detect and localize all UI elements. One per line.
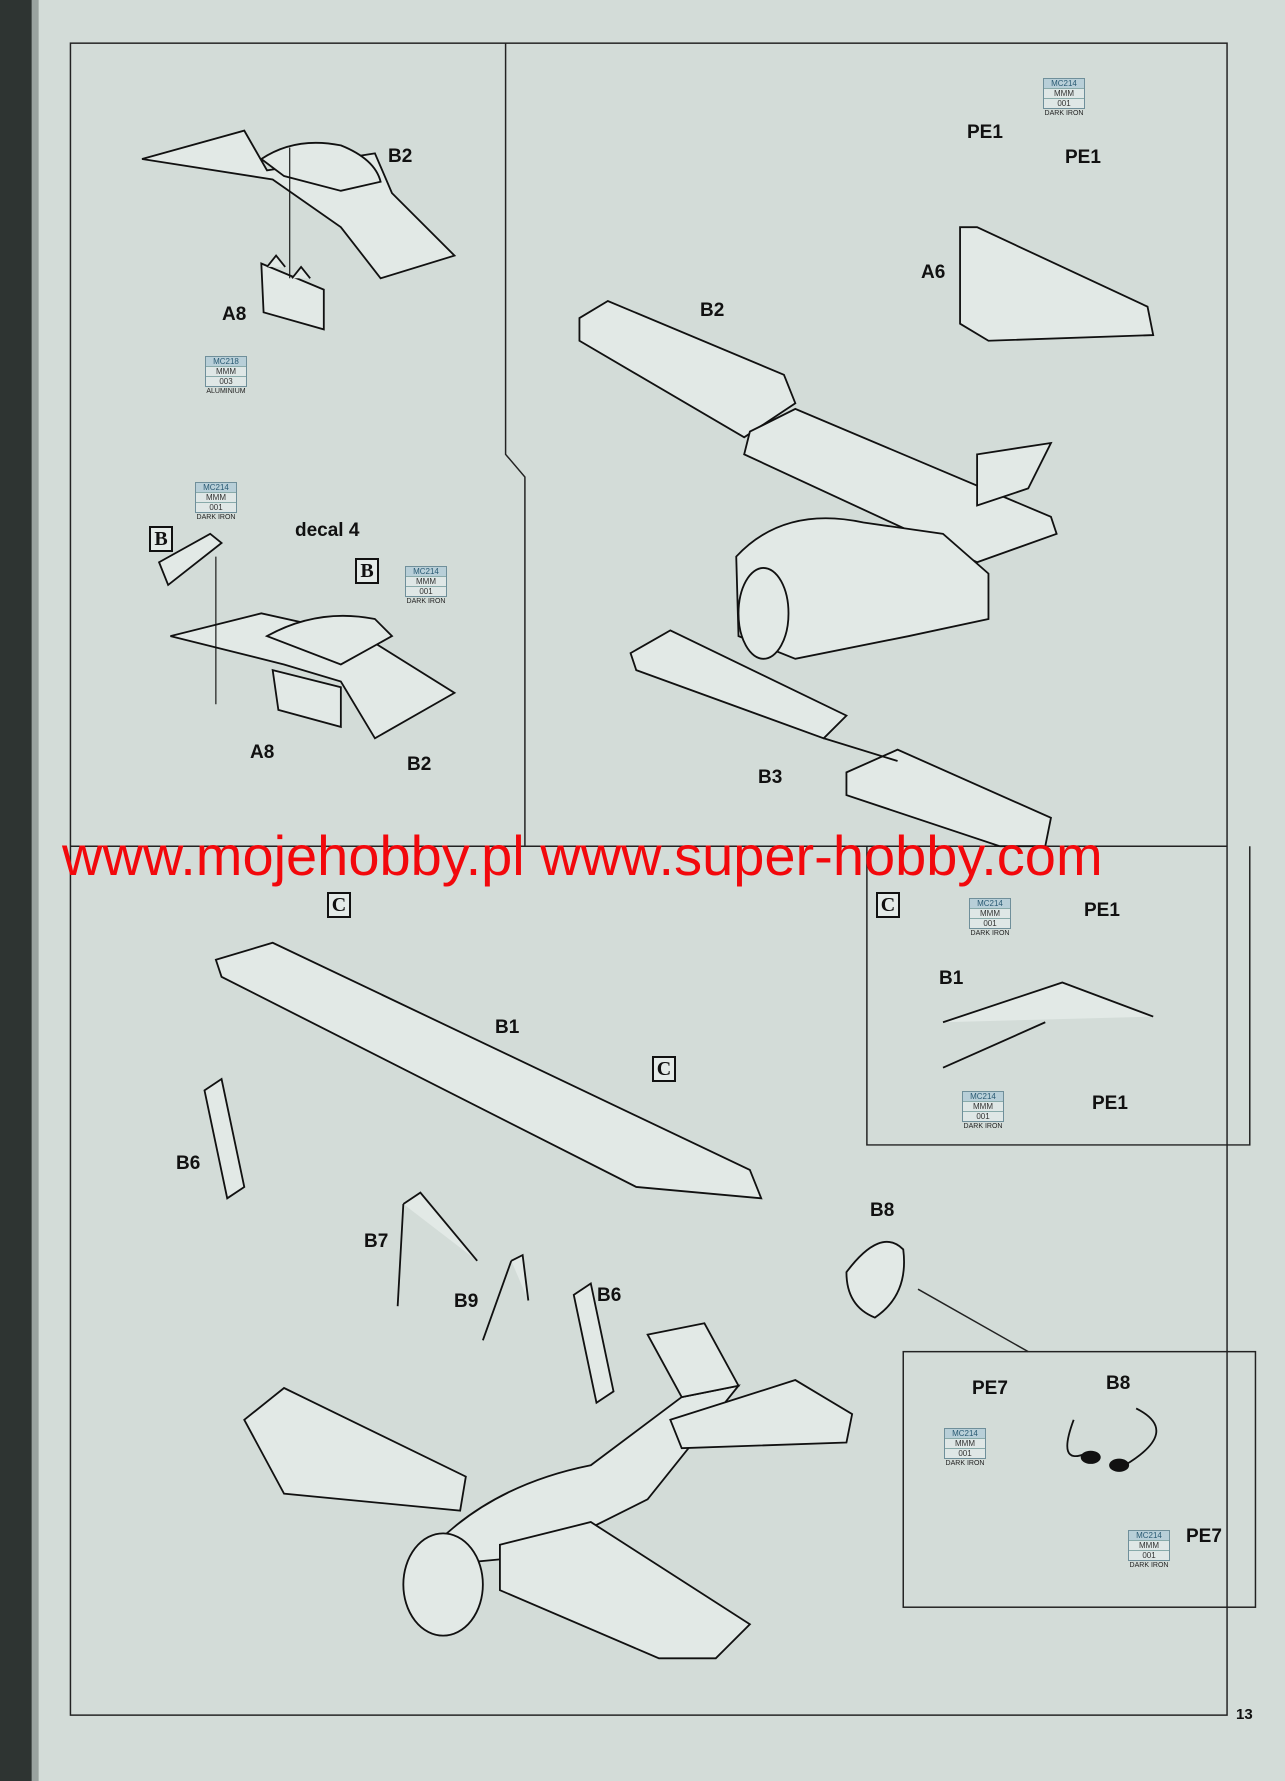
paint-code: MC214 xyxy=(945,1429,985,1439)
paint-name: DARK IRON xyxy=(963,1123,1003,1130)
part-label-pe7: PE7 xyxy=(972,1378,1008,1399)
paint-brand: MMM xyxy=(206,367,246,377)
paint-code: MC214 xyxy=(1044,79,1084,89)
paint-name: DARK IRON xyxy=(1044,110,1084,117)
paint-number: 003 xyxy=(219,377,233,386)
part-label-b6: B6 xyxy=(597,1285,622,1306)
paint-number: 001 xyxy=(983,919,997,928)
paint-name: DARK IRON xyxy=(970,930,1010,937)
paint-name: DARK IRON xyxy=(1129,1562,1169,1569)
page-number: 13 xyxy=(1236,1706,1253,1723)
part-label-a8: A8 xyxy=(222,304,247,325)
part-label-b8: B8 xyxy=(870,1200,895,1221)
paint-number: 001 xyxy=(1142,1551,1156,1560)
binding-shadow xyxy=(31,0,39,1781)
paint-code: MC214 xyxy=(970,899,1010,909)
paint-number: 001 xyxy=(976,1112,990,1121)
paint-number: 001 xyxy=(1057,99,1071,108)
part-label-pe1: PE1 xyxy=(967,122,1003,143)
line-art xyxy=(141,129,1158,1660)
step-marker-c: C xyxy=(327,892,351,918)
part-label-b1: B1 xyxy=(495,1017,520,1038)
paint-code: MC218 xyxy=(206,357,246,367)
part-label-b2: B2 xyxy=(407,754,432,775)
paint-brand: MMM xyxy=(945,1439,985,1449)
part-label-b6: B6 xyxy=(176,1153,201,1174)
paint-brand: MMM xyxy=(196,493,236,503)
part-label-a6: A6 xyxy=(921,262,946,283)
paint-brand: MMM xyxy=(1129,1541,1169,1551)
paint-code: MC214 xyxy=(1129,1531,1169,1541)
step-marker-b: B xyxy=(149,526,173,552)
part-label-pe1: PE1 xyxy=(1084,900,1120,921)
part-label-b9: B9 xyxy=(454,1291,479,1312)
part-label-pe7: PE7 xyxy=(1186,1526,1222,1547)
decal-label: decal 4 xyxy=(295,520,360,541)
paint-code: MC214 xyxy=(963,1092,1003,1102)
part-label-a8: A8 xyxy=(250,742,275,763)
paint-name: DARK IRON xyxy=(196,514,236,521)
part-label-pe1: PE1 xyxy=(1092,1093,1128,1114)
paint-name: ALUMINIUM xyxy=(206,388,246,395)
step-marker-b: B xyxy=(355,558,379,584)
paint-code: MC214 xyxy=(406,567,446,577)
part-label-b1: B1 xyxy=(939,968,964,989)
binding-edge xyxy=(0,0,32,1781)
part-label-b8: B8 xyxy=(1106,1373,1131,1394)
paint-name: DARK IRON xyxy=(945,1460,985,1467)
paint-name: DARK IRON xyxy=(406,598,446,605)
paint-number: 001 xyxy=(209,503,223,512)
part-label-b3: B3 xyxy=(758,767,783,788)
part-label-b2: B2 xyxy=(700,300,725,321)
paint-number: 001 xyxy=(419,587,433,596)
part-label-b7: B7 xyxy=(364,1231,389,1252)
part-label-pe1: PE1 xyxy=(1065,147,1101,168)
step-marker-c: C xyxy=(652,1056,676,1082)
paint-brand: MMM xyxy=(970,909,1010,919)
part-label-b2: B2 xyxy=(388,146,413,167)
watermark: www.mojehobby.pl www.super-hobby.com xyxy=(62,824,1103,887)
paint-brand: MMM xyxy=(963,1102,1003,1112)
paint-code: MC214 xyxy=(196,483,236,493)
paint-number: 001 xyxy=(958,1449,972,1458)
paint-brand: MMM xyxy=(406,577,446,587)
paint-brand: MMM xyxy=(1044,89,1084,99)
step-marker-c: C xyxy=(876,892,900,918)
